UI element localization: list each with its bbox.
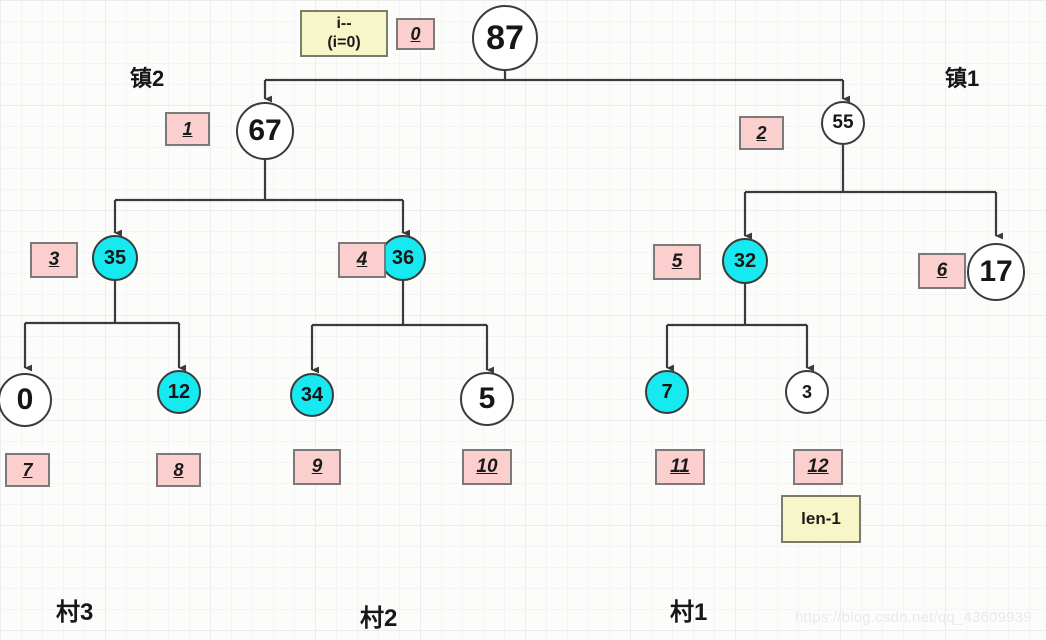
tree-node-36[interactable]: 36 (380, 235, 426, 281)
watermark: https://blog.csdn.net/qq_43609939 (795, 609, 1032, 626)
array-index-label-10: 10 (462, 449, 512, 485)
zone-label-村1: 村1 (670, 599, 708, 626)
tree-node-35[interactable]: 35 (92, 235, 138, 281)
edge-67-to-35-and-36-bar (115, 160, 403, 202)
array-index-label-7: 7 (5, 453, 50, 487)
tree-node-87[interactable]: 87 (472, 5, 538, 71)
zone-label-镇1: 镇1 (945, 66, 980, 91)
edge-35-to-0-and-12-bar (25, 281, 179, 325)
array-index-label-8: 8 (156, 453, 201, 487)
edge-36-to-34-and-5-bar (312, 281, 487, 327)
annotation-note-decrement: i--(i=0) (300, 10, 388, 57)
note-line: (i=0) (327, 33, 361, 51)
array-index-label-1: 1 (165, 112, 210, 146)
zone-label-镇2: 镇2 (130, 66, 165, 91)
array-index-label-0: 0 (396, 18, 435, 50)
tree-node-5[interactable]: 5 (460, 372, 514, 426)
note-line: i-- (336, 15, 352, 33)
tree-node-32[interactable]: 32 (722, 238, 768, 284)
array-index-label-6: 6 (918, 253, 966, 289)
edge-55-to-32-and-17-bar (745, 145, 996, 194)
tree-node-3[interactable]: 3 (785, 370, 829, 414)
tree-node-55[interactable]: 55 (821, 101, 865, 145)
tree-node-34[interactable]: 34 (290, 373, 334, 417)
array-index-label-12: 12 (793, 449, 843, 485)
tree-node-0[interactable]: 0 (0, 373, 52, 427)
zone-label-村3: 村3 (56, 599, 94, 626)
edge-32-to-7-and-3-bar (667, 284, 807, 327)
edge-87-to-67-and-55-bar (265, 71, 843, 82)
tree-node-67[interactable]: 67 (236, 102, 294, 160)
tree-node-17[interactable]: 17 (967, 243, 1025, 301)
array-index-label-11: 11 (655, 449, 705, 485)
annotation-note-len-minus-1: len-1 (781, 495, 861, 543)
zone-label-村2: 村2 (360, 605, 398, 632)
array-index-label-3: 3 (30, 242, 78, 278)
note-line: len-1 (801, 509, 841, 529)
array-index-label-4: 4 (338, 242, 386, 278)
array-index-label-5: 5 (653, 244, 701, 280)
array-index-label-2: 2 (739, 116, 784, 150)
tree-node-7[interactable]: 7 (645, 370, 689, 414)
array-index-label-9: 9 (293, 449, 341, 485)
tree-node-12[interactable]: 12 (157, 370, 201, 414)
